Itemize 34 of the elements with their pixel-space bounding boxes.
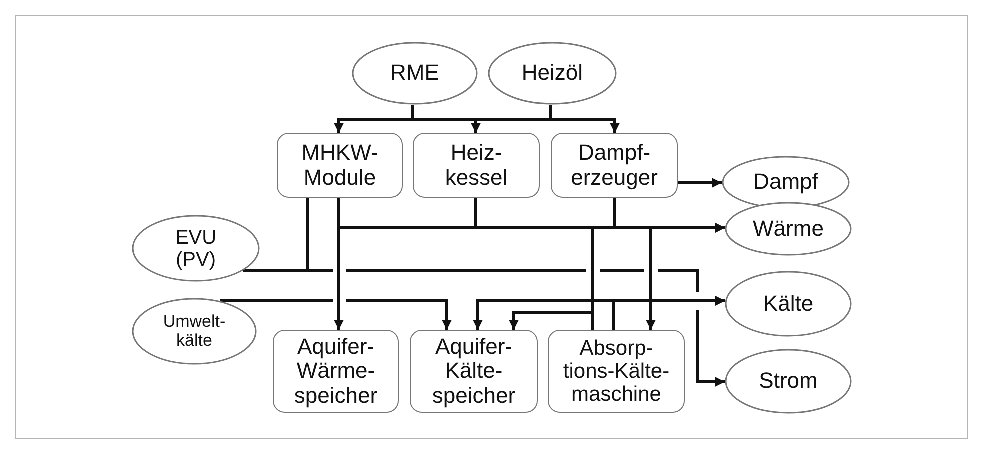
node-label: Strom (759, 369, 818, 394)
process-box (413, 133, 540, 198)
process-box (410, 330, 538, 413)
ellipse-node (132, 215, 260, 282)
node-label: Heiz- kessel (444, 141, 509, 190)
node-label: Dampf (754, 170, 818, 195)
ellipse-node (725, 202, 852, 256)
node-label: Absorp- tions-Kälte- maschine (562, 336, 671, 406)
node-label: Umwelt- kälte (162, 312, 227, 350)
arrow (614, 198, 656, 330)
node-label: Kälte (763, 292, 814, 316)
process-box (277, 133, 403, 198)
node-label: MHKW- Module (300, 141, 380, 190)
node-label: Heizöl (522, 61, 584, 86)
ellipse-node (725, 349, 852, 414)
arrow (678, 178, 722, 188)
arrow (509, 312, 594, 330)
node-label: Aquifer- Wärme- speicher (293, 335, 379, 408)
node-label: RME (390, 61, 440, 86)
arrow (220, 299, 452, 330)
ellipse-node (725, 271, 852, 337)
process-box (548, 330, 685, 413)
node-label: Wärme (753, 216, 824, 242)
ellipse-node (722, 156, 850, 209)
ellipse-node (352, 42, 478, 105)
node-label: Aquifer- Kälte- speicher (431, 335, 517, 408)
process-box (551, 133, 678, 198)
ellipse-node (132, 298, 257, 365)
node-label: EVU (PV) (174, 226, 218, 270)
arrow (306, 198, 725, 387)
node-label: Dampf- erzeuger (570, 141, 659, 190)
ellipse-node (488, 42, 617, 105)
arrow (612, 296, 726, 330)
process-box (273, 330, 399, 413)
